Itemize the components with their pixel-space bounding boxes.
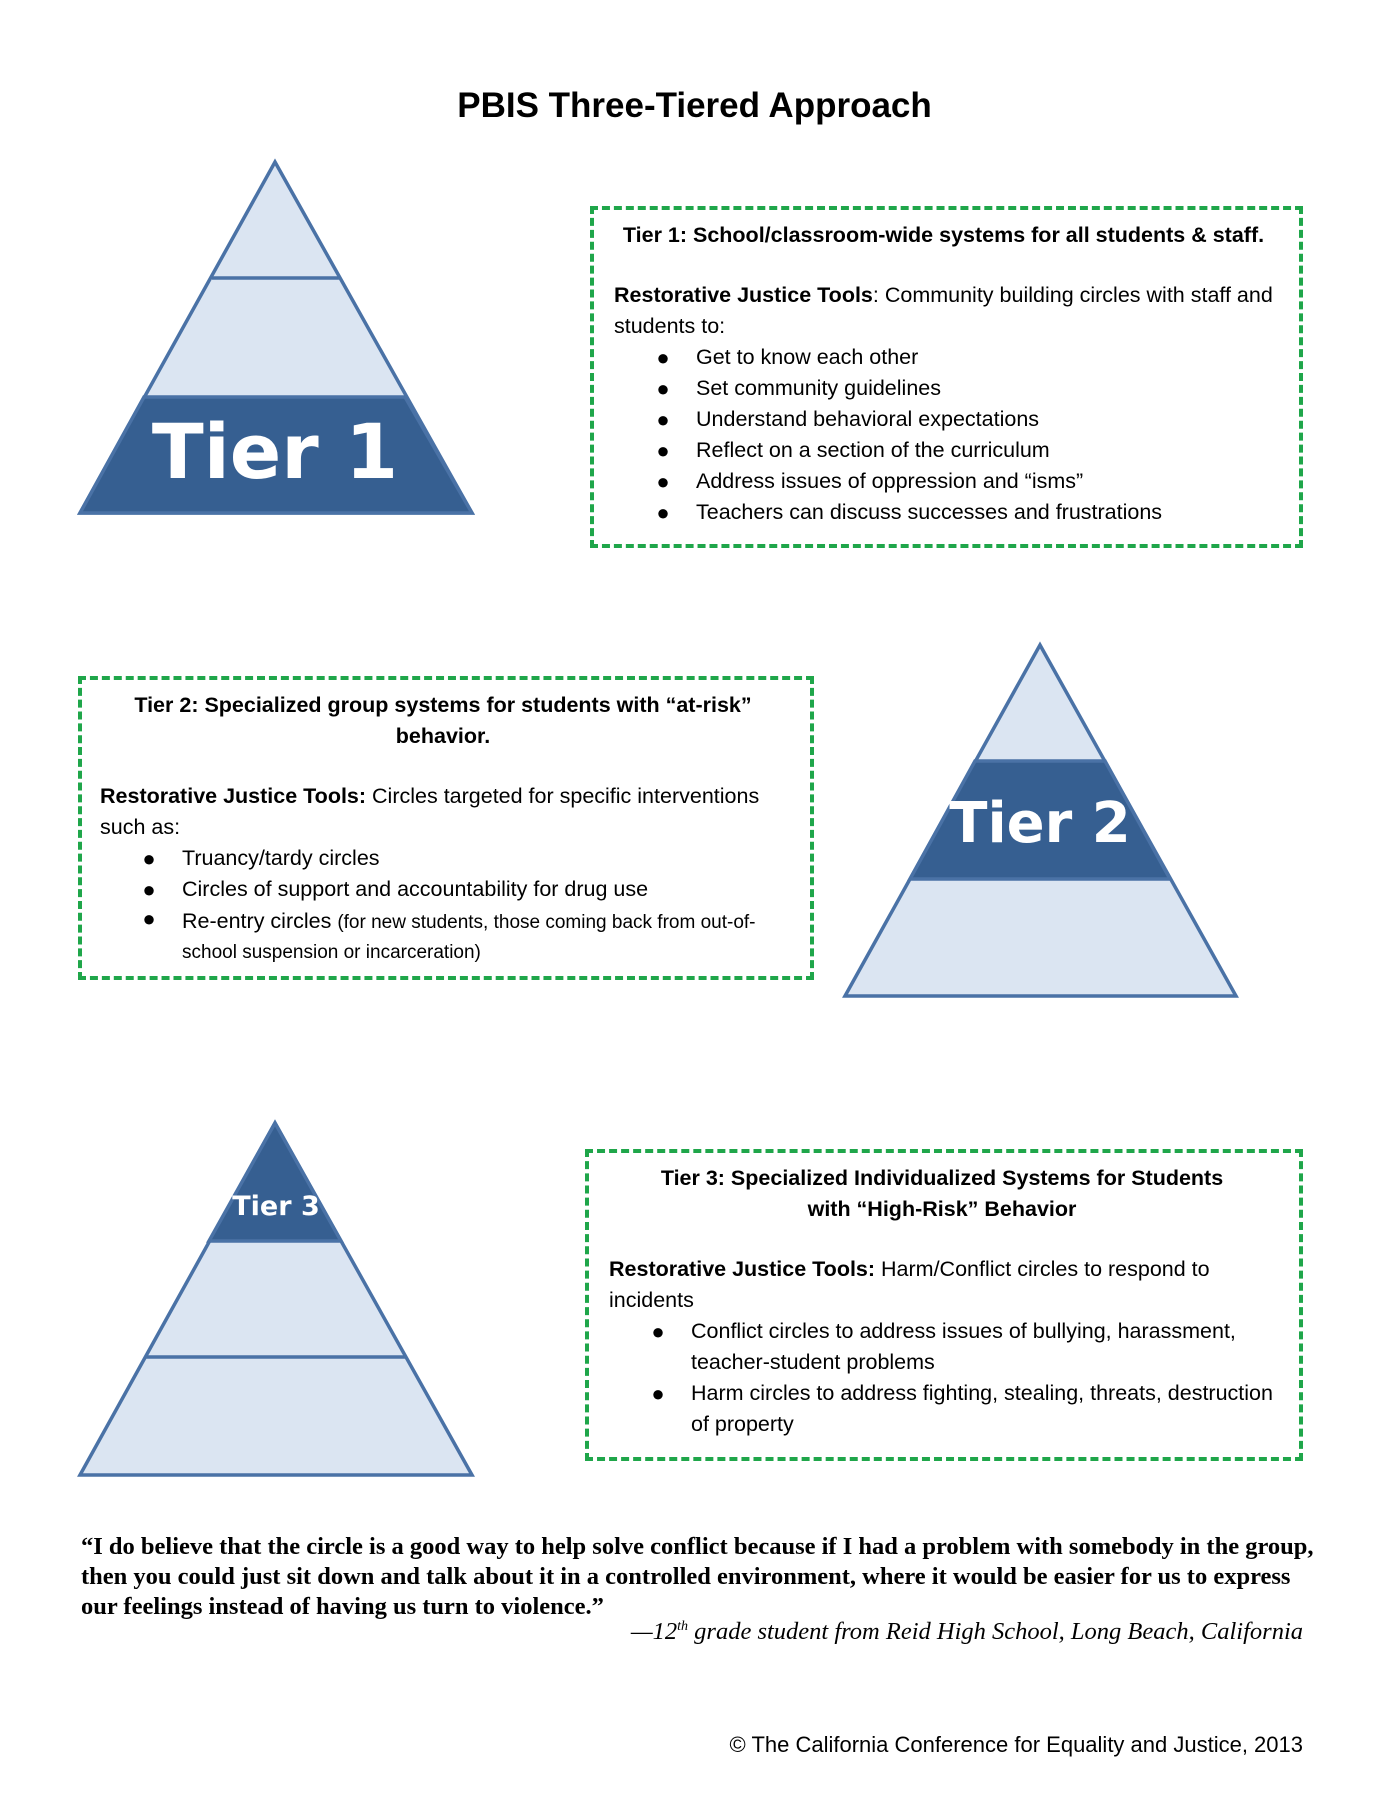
bullet-icon: ● [142,846,156,871]
bullet-icon: ● [656,438,670,463]
reentry-note: (for new students, those coming back fro… [182,912,756,963]
list-item: ●Re-entry circles (for new students, tho… [142,905,786,967]
tier-2-bullet-list: ●Truancy/tardy circles ●Circles of suppo… [100,843,786,967]
list-item: ●Address issues of oppression and “isms” [656,466,1273,497]
tier-3-box: Tier 3: Specialized Individualized Syste… [585,1149,1303,1461]
list-item: ●Harm circles to address fighting, steal… [651,1378,1275,1440]
tools-label: Restorative Justice Tools: [100,784,367,808]
bullet-icon: ● [656,500,670,525]
bullet-icon: ● [656,376,670,401]
list-item: ●Understand behavioral expectations [656,404,1273,435]
tier-2-pyramid: Tier 2 [842,641,1239,998]
tools-text: Harm/Conflict circles to respond to inci… [609,1257,1210,1312]
tier-1-box: Tier 1: School/classroom-wide systems fo… [590,206,1303,548]
tier-1-heading: Tier 1: School/classroom-wide systems fo… [622,223,1265,247]
tier-1-bullet-list: ●Get to know each other ●Set community g… [614,342,1273,528]
list-item: ●Teachers can discuss successes and frus… [656,497,1273,528]
list-item: ●Set community guidelines [656,373,1273,404]
list-item: ●Circles of support and accountability f… [142,874,786,905]
tier-3-pyramid: Tier 3 [77,1119,475,1477]
tools-text: : Community building circles with staff … [614,283,1273,338]
tier-3-bullet-list: ●Conflict circles to address issues of b… [609,1316,1275,1440]
bullet-icon: ● [651,1381,665,1406]
bullet-icon: ● [142,906,156,931]
bullet-icon: ● [656,407,670,432]
bullet-icon: ● [651,1319,665,1344]
tools-label: Restorative Justice Tools: [609,1257,876,1281]
tools-text: Circles targeted for specific interventi… [100,784,760,839]
list-item: ●Reflect on a section of the curriculum [656,435,1273,466]
tier-2-tools: Restorative Justice Tools: Circles targe… [100,781,786,843]
list-item: ●Truancy/tardy circles [142,843,786,874]
list-item: ●Get to know each other [656,342,1273,373]
student-quote: “I do believe that the circle is a good … [81,1533,1314,1620]
tier-2-pyramid-label: Tier 2 [949,791,1130,856]
quote-attribution: —12th grade student from Reid High Schoo… [630,1618,1303,1645]
bullet-icon: ● [656,345,670,370]
pyramid-highlight-middle [907,759,1173,881]
tier-2-box: Tier 2: Specialized group systems for st… [78,676,814,980]
tier-1-pyramid-label: Tier 1 [152,407,398,496]
tier-3-tools: Restorative Justice Tools: Harm/Conflict… [609,1254,1275,1316]
pyramid-outline [77,1119,475,1477]
bullet-icon: ● [656,469,670,494]
pyramid-highlight-bottom [77,395,476,515]
tier-3-heading: Tier 3: Specialized Individualized Syste… [660,1166,1224,1221]
tools-label: Restorative Justice Tools [614,283,873,307]
tier-2-heading: Tier 2: Specialized group systems for st… [134,693,752,748]
bullet-icon: ● [142,877,156,902]
tier-3-pyramid-label: Tier 3 [232,1191,320,1222]
page-title: PBIS Three-Tiered Approach [457,86,932,125]
tier-1-tools: Restorative Justice Tools: Community bui… [614,280,1273,342]
tier-1-pyramid: Tier 1 [77,158,476,515]
copyright-notice: © The California Conference for Equality… [729,1732,1303,1757]
pyramid-highlight-top [206,1119,344,1243]
list-item: ●Conflict circles to address issues of b… [651,1316,1275,1378]
